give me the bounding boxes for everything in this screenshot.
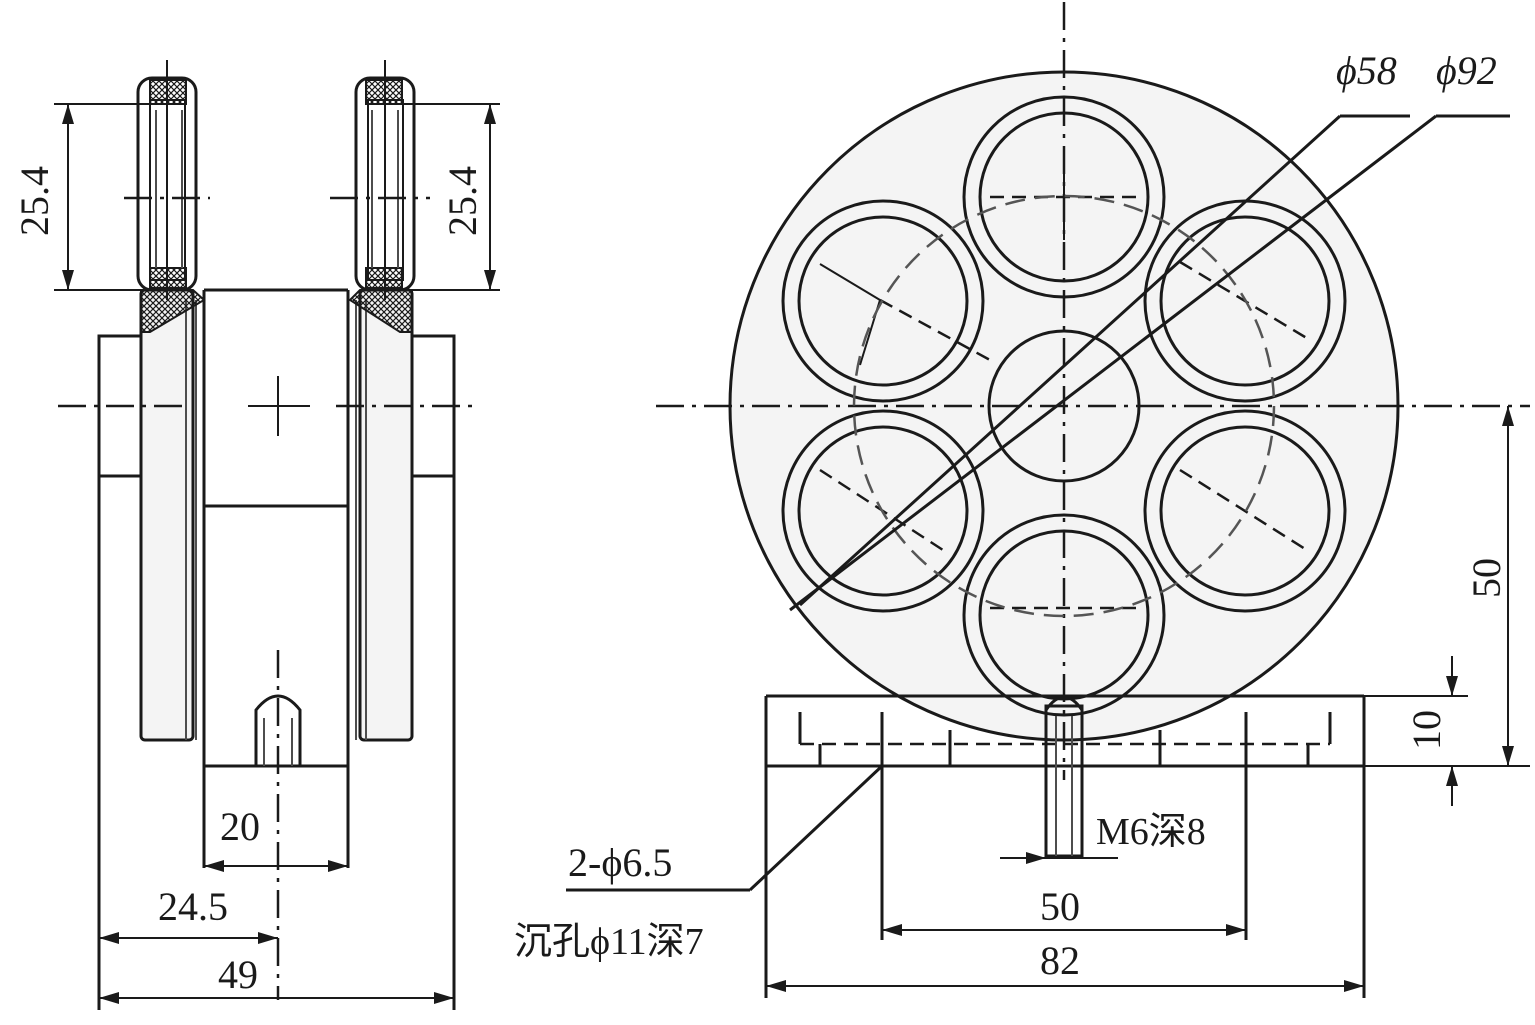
side-view: 25.4 25.4 20 24.5 49 <box>12 60 500 1010</box>
hole-spec-label: 2-ϕ6.5 <box>568 840 672 885</box>
filter-holes <box>781 95 1347 717</box>
filter-hole-bottom <box>962 513 1166 717</box>
thread-m6-label: M6深8 <box>1096 811 1206 853</box>
dim-50-vertical-label: 50 <box>1464 558 1509 598</box>
filter-hole-lower-right <box>1143 409 1347 613</box>
base-plate <box>764 694 1366 998</box>
left-wheel-plate <box>136 76 206 742</box>
dim-20-label: 20 <box>220 804 260 849</box>
dim-50-horizontal-label: 50 <box>1040 884 1080 929</box>
front-view: ϕ58 ϕ92 50 10 M6深8 2-ϕ6.5 沉孔ϕ11深7 50 82 <box>514 2 1530 998</box>
dim-10-label: 10 <box>1404 710 1449 750</box>
diameter-92-label: ϕ92 <box>1436 48 1497 93</box>
dim-49-label: 49 <box>218 952 258 997</box>
filter-hole-top <box>962 95 1166 299</box>
counterbore-spec-label: 沉孔ϕ11深7 <box>514 921 704 963</box>
center-hub <box>987 329 1141 483</box>
dim-25-4-right: 25.4 <box>440 166 485 236</box>
dim-24-5-label: 24.5 <box>158 884 228 929</box>
right-wheel-plate <box>346 76 416 742</box>
dim-25-4-left: 25.4 <box>12 166 57 236</box>
hub-body <box>202 288 350 1000</box>
diameter-58-label: ϕ58 <box>1336 48 1397 93</box>
dim-82-label: 82 <box>1040 938 1080 983</box>
